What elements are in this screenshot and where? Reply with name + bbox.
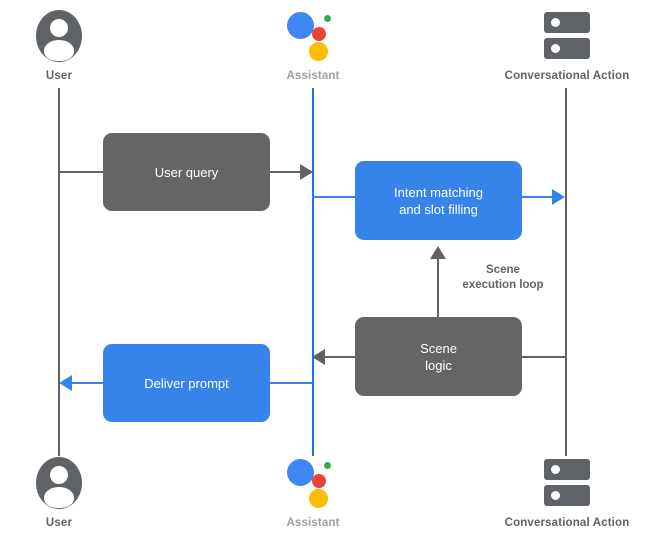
assistant-blue-dot-icon — [287, 12, 314, 39]
actor-label-conversational-action-top: Conversational Action — [504, 70, 630, 82]
assistant-green-dot-icon — [324, 15, 331, 22]
box-deliver-prompt-label: Deliver prompt — [144, 375, 229, 391]
actor-assistant-top: Assistant — [233, 8, 393, 82]
server-icon — [487, 455, 647, 511]
box-scene-logic-label-line2: logic — [425, 357, 452, 373]
box-scene-logic-label-line1: Scene — [420, 340, 457, 356]
box-intent-matching-label-line2: and slot filling — [399, 201, 478, 217]
assistant-red-dot-icon — [312, 474, 326, 488]
arrowhead-user-query-to-assistant — [300, 164, 313, 180]
connector-intent-matching-to-action — [521, 196, 554, 198]
arrowhead-scene-logic-to-intent-matching — [430, 246, 446, 259]
actor-label-user-bottom: User — [45, 517, 73, 529]
assistant-yellow-dot-icon — [309, 489, 328, 508]
actor-user-bottom: User — [0, 455, 139, 529]
user-avatar-icon — [0, 455, 139, 511]
arrowhead-deliver-prompt-to-user — [59, 375, 72, 391]
connector-user-to-user-query — [58, 171, 104, 173]
google-assistant-icon — [233, 455, 393, 511]
lifeline-conversational-action — [565, 88, 567, 456]
connector-user-query-to-assistant — [270, 171, 302, 173]
actor-label-conversational-action-bottom: Conversational Action — [504, 517, 630, 529]
box-user-query[interactable]: User query — [103, 133, 270, 211]
connector-scene-logic-to-assistant — [325, 356, 356, 358]
google-assistant-icon — [233, 8, 393, 64]
actor-conversational-action-top: Conversational Action — [487, 8, 647, 82]
assistant-yellow-dot-icon — [309, 42, 328, 61]
connector-assistant-to-deliver-prompt — [269, 382, 313, 384]
assistant-green-dot-icon — [324, 462, 331, 469]
connector-deliver-prompt-to-user — [72, 382, 104, 384]
server-icon — [487, 8, 647, 64]
arrowhead-intent-matching-to-action — [552, 189, 565, 205]
box-deliver-prompt[interactable]: Deliver prompt — [103, 344, 270, 422]
scene-execution-loop-label: Scene execution loop — [443, 263, 563, 293]
lifeline-assistant — [312, 88, 314, 456]
actor-label-assistant-top: Assistant — [286, 70, 340, 82]
connector-assistant-to-intent-matching — [312, 196, 357, 198]
actor-assistant-bottom: Assistant — [233, 455, 393, 529]
scene-execution-loop-label-line2: execution loop — [462, 279, 544, 291]
connector-scene-logic-to-intent-matching — [437, 259, 439, 318]
user-avatar-icon — [0, 8, 139, 64]
box-user-query-label: User query — [154, 164, 219, 180]
box-scene-logic[interactable]: Scene logic — [355, 317, 522, 396]
scene-execution-loop-label-line1: Scene — [486, 264, 520, 276]
actor-conversational-action-bottom: Conversational Action — [487, 455, 647, 529]
assistant-blue-dot-icon — [287, 459, 314, 486]
lifeline-user — [58, 88, 60, 456]
actor-label-assistant-bottom: Assistant — [286, 517, 340, 529]
box-intent-matching-label-line1: Intent matching — [394, 184, 483, 200]
connector-action-to-scene-logic — [521, 356, 566, 358]
box-intent-matching[interactable]: Intent matching and slot filling — [355, 161, 522, 240]
assistant-red-dot-icon — [312, 27, 326, 41]
actor-label-user-top: User — [45, 70, 73, 82]
arrowhead-scene-logic-to-assistant — [312, 349, 325, 365]
actor-user-top: User — [0, 8, 139, 82]
